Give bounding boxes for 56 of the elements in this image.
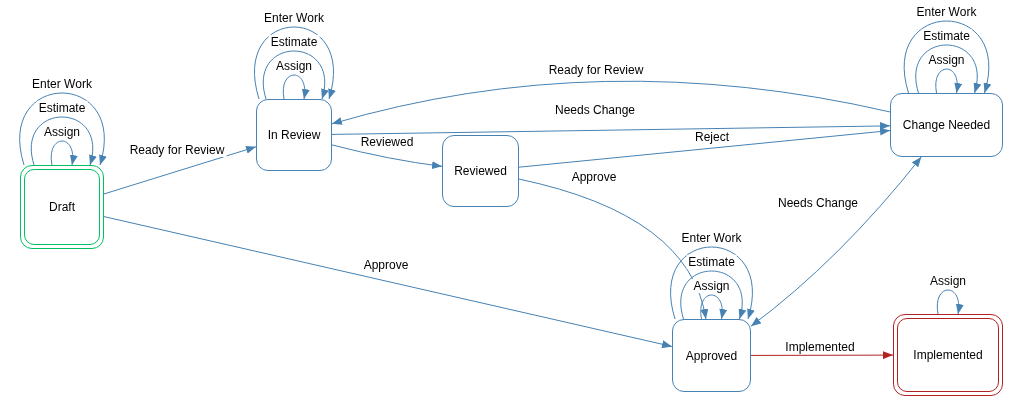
edge-label: Enter Work [679,231,744,245]
state-box [256,99,332,171]
edge-label: Reject [693,130,731,144]
arrow [700,294,727,320]
arrow [103,145,257,195]
edge-label: Estimate [268,35,320,49]
state-box [672,319,751,392]
edge-label: Needs Change [775,196,861,210]
arrow [936,289,963,315]
arrow [30,116,96,166]
edge-label: Estimate [921,29,972,43]
edge-label: Estimate [36,101,88,115]
edge-label: Approve [361,258,411,272]
arrow [254,26,335,100]
edge-label: Estimate [686,255,737,269]
arrow [750,156,922,327]
arrow [518,178,708,320]
state-box [442,135,519,207]
state-box [890,93,1003,157]
edge-label: Ready for Review [127,143,227,157]
edge-label: Reviewed [358,135,416,149]
arrow [262,50,328,100]
state-name: Draft [49,200,75,214]
edge-label: Assign [928,274,968,288]
state-name: Implemented [913,348,983,362]
edge-label: Needs Change [552,103,638,117]
arrow [903,20,991,94]
arrow [331,80,891,126]
edge-label: Enter Work [914,5,979,19]
edge-label: Ready for Review [546,63,646,77]
edge-label: Enter Work [30,77,94,91]
edge-label: Approve [569,170,619,184]
arrow [103,216,673,349]
state-name: Reviewed [454,164,507,178]
arrow [19,92,106,166]
arrow [680,270,746,320]
arrow [50,140,77,166]
arrow [915,44,981,94]
arrow [282,74,309,100]
edge-label: Assign [691,279,732,293]
state-name: Approved [685,348,738,363]
edge-label: Implemented [783,340,857,354]
edge-label: Assign [274,59,314,73]
state-box [20,165,104,249]
state-name: In Review [267,128,321,142]
edge-label: Assign [926,53,967,67]
arrow [935,68,962,94]
edge-label: Assign [42,125,82,139]
state-box [893,314,1003,396]
arrow [670,246,754,320]
arrow [331,122,891,135]
arrow [518,127,891,168]
state-name: Change Needed [902,118,991,132]
arrow [331,144,443,169]
edge-label: Enter Work [262,11,326,25]
arrow [750,351,894,360]
